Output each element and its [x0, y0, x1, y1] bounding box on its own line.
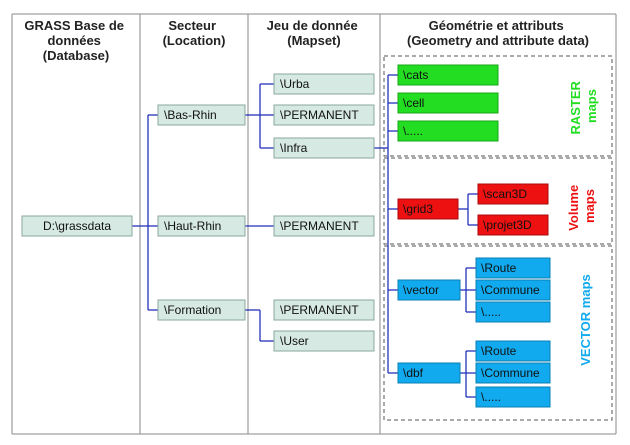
- header-database: GRASS Base de données (Database): [24, 18, 127, 63]
- node-mapset-user: [273, 330, 375, 352]
- vector-item-commune: [475, 279, 551, 301]
- volume-maps-label: Volume maps: [566, 181, 597, 231]
- node-location-haut-rhin-label: \Haut-Rhin: [164, 219, 221, 233]
- node-mapset-permanent-formation-label: \PERMANENT: [280, 303, 359, 317]
- node-database-label: D:\grassdata: [43, 219, 111, 233]
- header-location: Secteur (Location): [163, 18, 226, 48]
- vector-group: [397, 279, 461, 301]
- node-mapset-permanent-haut-rhin: [273, 215, 375, 237]
- node-mapset-permanent-bas-rhin-label: \PERMANENT: [280, 108, 359, 122]
- dbf-group: [397, 362, 461, 384]
- raster-item-more-label: \.....: [403, 124, 423, 138]
- vector-item-route-label: \Route: [481, 261, 517, 275]
- node-mapset-infra: [273, 137, 375, 159]
- vector-group-label: \vector: [403, 283, 439, 297]
- volume-group-grid3-label: \grid3: [403, 202, 433, 216]
- vector-section: [383, 245, 613, 421]
- node-location-haut-rhin: [157, 215, 246, 237]
- column-grid: [11, 13, 617, 435]
- node-mapset-urba-label: \Urba: [280, 77, 310, 91]
- vector-item-more-label: \.....: [481, 305, 501, 319]
- node-mapset-permanent-bas-rhin: [273, 104, 375, 126]
- dbf-item-commune-label: \Commune: [481, 366, 540, 380]
- node-location-formation: [157, 299, 246, 321]
- node-mapset-permanent-haut-rhin-label: \PERMANENT: [280, 219, 359, 233]
- raster-item-more: [397, 120, 499, 142]
- node-location-bas-rhin: [157, 104, 246, 126]
- node-location-formation-label: \Formation: [164, 303, 221, 317]
- volume-group-grid3: [397, 198, 459, 220]
- dbf-item-route-label: \Route: [481, 344, 517, 358]
- dbf-item-more: [475, 386, 551, 408]
- tree-connectors: [132, 74, 478, 398]
- dbf-item-more-label: \.....: [481, 390, 501, 404]
- dbf-group-label: \dbf: [403, 366, 424, 380]
- raster-item-cell-label: \cell: [403, 96, 424, 110]
- dbf-item-route: [475, 340, 551, 362]
- dbf-item-commune: [475, 362, 551, 384]
- volume-item-projet3d: [477, 214, 549, 236]
- header-geometry: Géométrie et attributs (Geometry and att…: [407, 18, 589, 48]
- vector-maps-label: VECTOR maps: [578, 274, 593, 366]
- header-mapset: Jeu de donnée (Mapset): [267, 18, 362, 48]
- node-location-bas-rhin-label: \Bas-Rhin: [164, 108, 217, 122]
- raster-item-cats: [397, 64, 499, 86]
- vector-item-route: [475, 257, 551, 279]
- raster-section: [383, 55, 613, 157]
- vector-item-commune-label: \Commune: [481, 283, 540, 297]
- node-mapset-permanent-formation: [273, 299, 375, 321]
- vector-item-more: [475, 301, 551, 323]
- raster-item-cats-label: \cats: [403, 68, 428, 82]
- volume-item-scan3d: [477, 183, 549, 205]
- volume-item-projet3d-label: \projet3D: [483, 218, 532, 232]
- node-mapset-user-label: \User: [280, 334, 309, 348]
- node-mapset-infra-label: \Infra: [280, 141, 308, 155]
- node-mapset-urba: [273, 73, 375, 95]
- raster-item-cell: [397, 92, 499, 114]
- volume-item-scan3d-label: \scan3D: [483, 187, 527, 201]
- volume-section: [383, 157, 613, 245]
- node-database: [21, 215, 133, 237]
- raster-maps-label: RASTER maps: [568, 77, 599, 134]
